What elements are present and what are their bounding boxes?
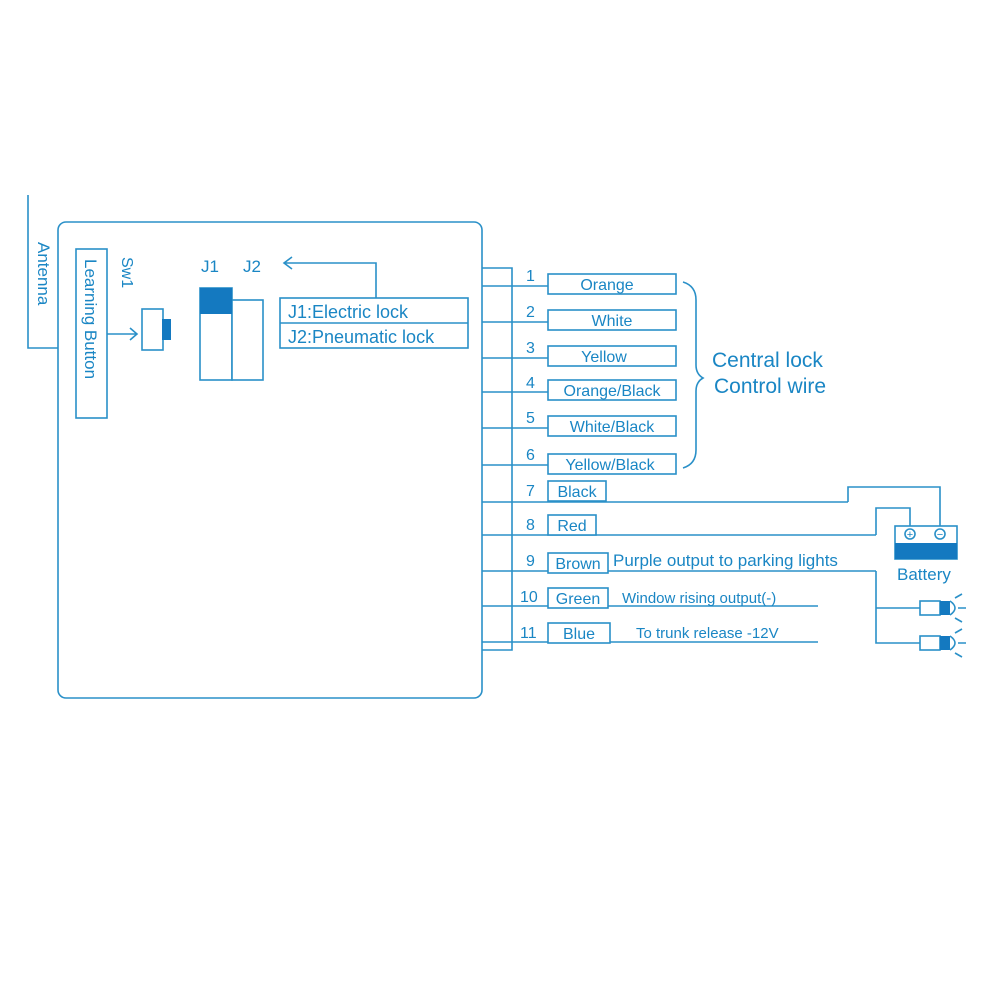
wire-number: 10: [520, 589, 538, 606]
parking-light-icon: [919, 593, 966, 623]
parking-light-icon: [919, 628, 966, 658]
jumper-pointer-arrow: [282, 256, 377, 298]
connector-rail: [482, 267, 513, 651]
wire-11: 11 Blue: [482, 622, 818, 644]
wire-2: 2 White: [482, 304, 677, 331]
wire-number: 9: [526, 553, 535, 570]
j2-label: J2: [243, 257, 261, 276]
j1-description: J1:Electric lock: [288, 302, 409, 322]
sw1-switch: [141, 308, 164, 351]
wire-number: 2: [526, 304, 535, 321]
wire-color-label: Yellow/Black: [565, 457, 655, 474]
central-lock-brace: [682, 281, 705, 469]
wire-1: 1 Orange: [482, 268, 677, 295]
j2-description: J2:Pneumatic lock: [288, 327, 435, 347]
wire-number: 5: [526, 410, 535, 427]
wire-number: 3: [526, 340, 535, 357]
wire-5: 5 White/Black: [482, 410, 677, 437]
wire-color-label: White: [592, 313, 633, 330]
wire-number: 1: [526, 268, 535, 285]
wire-8: 8 Red: [482, 507, 911, 536]
wire-color-label: Orange/Black: [564, 383, 662, 400]
battery-minus-sign: −: [937, 529, 943, 541]
antenna-label: Antenna: [34, 242, 53, 306]
wire-4: 4 Orange/Black: [482, 375, 677, 401]
wire-color-label: White/Black: [570, 419, 655, 436]
central-lock-label: Central lock: [712, 349, 823, 372]
j2-jumper: [231, 299, 264, 381]
sw1-label: Sw1: [118, 257, 135, 288]
wire-color-label: Black: [557, 484, 597, 501]
wire-7: 7 Black: [482, 480, 941, 526]
sw1-switch-actuator: [162, 319, 171, 340]
learning-button-label: Learning Button: [81, 259, 100, 379]
battery-plus-sign: +: [907, 529, 913, 541]
wire-10: 10 Green: [482, 587, 818, 609]
switch-arrow: [107, 327, 139, 341]
output-10-label: Window rising output(-): [622, 590, 776, 607]
antenna-line: [27, 195, 58, 349]
wire-number: 8: [526, 517, 535, 534]
output-9-label: Purple output to parking lights: [613, 551, 838, 570]
wire-color-label: Orange: [580, 277, 633, 294]
wire-color-label: Yellow: [581, 349, 627, 366]
wire-color-label: Blue: [563, 626, 595, 643]
battery-label: Battery: [897, 565, 951, 584]
wire-color-label: Green: [556, 591, 600, 608]
j1-label: J1: [201, 257, 219, 276]
wire-color-label: Red: [557, 518, 586, 535]
output-11-label: To trunk release -12V: [636, 625, 779, 642]
battery-fill: [895, 543, 957, 559]
control-wire-label: Control wire: [714, 375, 826, 398]
wire-number: 4: [526, 375, 535, 392]
j1-jumper-cap: [200, 288, 232, 314]
battery-positive-icon: [904, 528, 916, 540]
wire-9: 9 Brown: [482, 552, 920, 644]
wire-3: 3 Yellow: [482, 340, 677, 367]
wire-6: 6 Yellow/Black: [482, 447, 677, 475]
wire-number: 6: [526, 447, 535, 464]
wire-color-label: Brown: [555, 556, 600, 573]
wire-number: 11: [520, 625, 537, 642]
wire-number: 7: [526, 483, 535, 500]
control-unit-box: [57, 221, 483, 699]
battery-negative-icon: [934, 528, 946, 540]
